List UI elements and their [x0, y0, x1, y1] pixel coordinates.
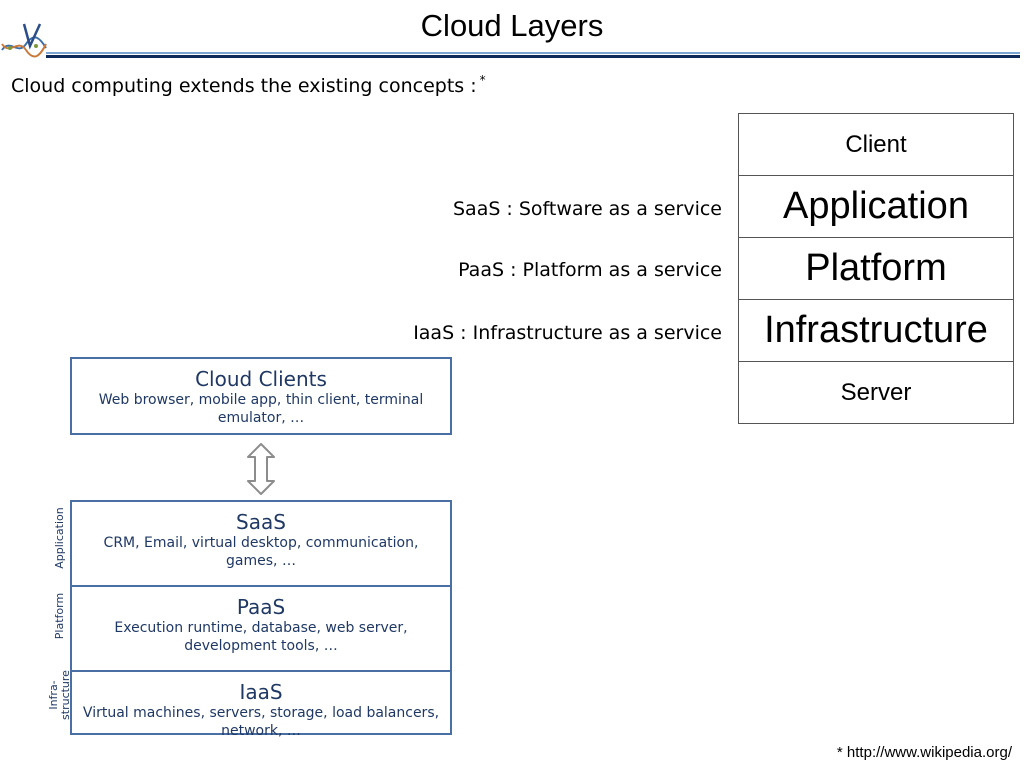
intro-label: Cloud computing extends the existing con… [11, 75, 477, 97]
iaas-label: IaaS : Infrastructure as a service [413, 322, 722, 344]
double-arrow-icon [247, 443, 275, 495]
footnote-source: * http://www.wikipedia.org/ [836, 744, 1012, 761]
cloud-layers-box: SaaS CRM, Email, virtual desktop, commun… [70, 500, 452, 739]
stack-row-client: Client [739, 114, 1013, 176]
stack-row-server: Server [840, 378, 912, 406]
side-label-infrastructure: Infra- structure [47, 655, 72, 735]
side-label-infra-line2: structure [59, 670, 72, 720]
layer-saas-title: SaaS [236, 510, 286, 534]
cloud-clients-title: Cloud Clients [195, 367, 327, 391]
cloud-clients-desc: Web browser, mobile app, thin client, te… [98, 392, 424, 426]
layer-iaas-title: IaaS [239, 680, 283, 704]
layer-iaas: IaaS Virtual machines, servers, storage,… [72, 680, 450, 757]
layer-paas-title: PaaS [236, 595, 286, 619]
stack-row-infrastructure: Infrastructure [739, 300, 1013, 362]
layer-paas: PaaS Execution runtime, database, web se… [72, 595, 450, 672]
cloud-clients-box: Cloud Clients Web browser, mobile app, t… [70, 357, 452, 435]
layer-paas-desc: Execution runtime, database, web server,… [114, 620, 408, 654]
page-title: Cloud Layers [420, 8, 604, 43]
layer-iaas-desc: Virtual machines, servers, storage, load… [82, 705, 440, 739]
title-divider-light [46, 52, 1020, 54]
intro-text: Cloud computing extends the existing con… [11, 73, 486, 97]
paas-label: PaaS : Platform as a service [458, 259, 722, 281]
side-label-platform: Platform [53, 592, 66, 640]
saas-label: SaaS : Software as a service [452, 198, 722, 220]
stack-row-platform: Platform [739, 238, 1013, 300]
layer-stack-table: Client Application Platform Infrastructu… [738, 113, 1014, 424]
layer-saas: SaaS CRM, Email, virtual desktop, commun… [72, 510, 450, 587]
title-divider-dark [46, 55, 1020, 58]
side-label-application: Application [53, 507, 66, 569]
layer-saas-desc: CRM, Email, virtual desktop, communicati… [103, 535, 419, 569]
footnote-marker: * [479, 73, 486, 87]
stack-row-application: Application [739, 176, 1013, 238]
logo-icon [1, 23, 47, 58]
